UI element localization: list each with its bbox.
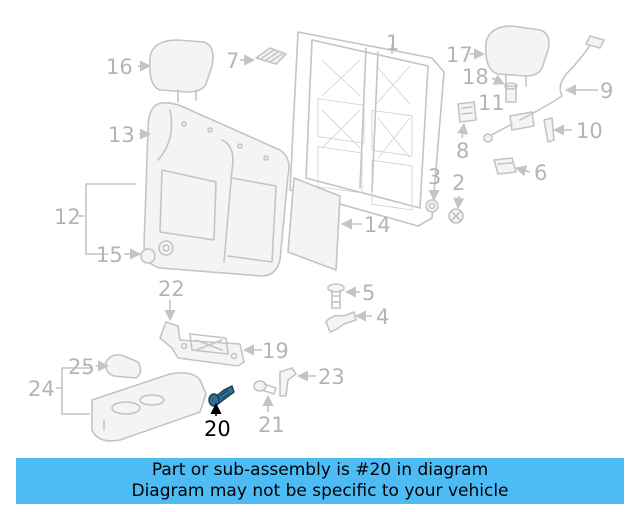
- callout-9: 9: [600, 79, 613, 103]
- clip-part-23: [279, 367, 297, 397]
- seat-back-cushion-part-13: [143, 102, 290, 277]
- clip-part-7: [255, 47, 287, 65]
- callout-18: 18: [462, 65, 489, 89]
- callout-8: 8: [456, 139, 469, 163]
- callout-23: 23: [318, 365, 345, 389]
- callout-22: 22: [158, 277, 185, 301]
- callout-24: 24: [28, 377, 55, 401]
- bracket-part-19: [159, 321, 245, 367]
- callout-13: 13: [108, 123, 135, 147]
- callout-5: 5: [362, 281, 375, 305]
- bracket-part-6: [493, 157, 517, 175]
- callout-14: 14: [364, 213, 391, 237]
- info-banner: Part or sub-assembly is #20 in diagram D…: [16, 458, 624, 504]
- bushing-part-18: [504, 82, 518, 103]
- lever-part-10: [543, 117, 555, 143]
- bolt-part-2: [448, 208, 464, 224]
- cable-part-9: [519, 35, 605, 121]
- clip-part-8: [457, 101, 477, 123]
- hinge-part-4: [325, 311, 357, 333]
- banner-line-1: Part or sub-assembly is #20 in diagram: [151, 460, 489, 480]
- callout-15: 15: [96, 243, 123, 267]
- armrest-part-24: [91, 372, 207, 442]
- headrest-part-16: [148, 39, 214, 103]
- callout-3: 3: [428, 165, 441, 189]
- leader-lines: [56, 44, 598, 416]
- callout-1: 1: [386, 31, 399, 55]
- callout-19: 19: [262, 339, 289, 363]
- callout-2: 2: [452, 171, 465, 195]
- callout-17: 17: [446, 43, 473, 67]
- seat-frame-part-1: [289, 31, 445, 227]
- callout-7: 7: [226, 49, 239, 73]
- callout-16: 16: [106, 55, 133, 79]
- callout-6: 6: [534, 161, 547, 185]
- bolt-part-20-highlighted[interactable]: [208, 385, 235, 407]
- callout-21: 21: [258, 413, 285, 437]
- callout-11: 11: [478, 91, 505, 115]
- callout-12: 12: [54, 205, 81, 229]
- cover-part-25: [104, 354, 142, 379]
- callout-20-highlighted: 20: [204, 417, 231, 441]
- washer-part-15: [140, 240, 174, 264]
- headrest-part-17: [484, 25, 550, 89]
- parts-diagram: 1 7 16 17 18 9 11 13 10 8 6 3 2 12 14 15…: [28, 25, 613, 442]
- bolt-part-21: [253, 380, 277, 395]
- banner-line-2: Diagram may not be specific to your vehi…: [131, 481, 509, 501]
- back-panel-part-14: [287, 177, 341, 271]
- callout-4: 4: [376, 305, 389, 329]
- bolt-part-3: [425, 199, 439, 213]
- callout-25: 25: [68, 355, 95, 379]
- bolt-part-5: [327, 283, 345, 309]
- callout-labels: 1 7 16 17 18 9 11 13 10 8 6 3 2 12 14 15…: [28, 31, 613, 441]
- callout-10: 10: [576, 119, 603, 143]
